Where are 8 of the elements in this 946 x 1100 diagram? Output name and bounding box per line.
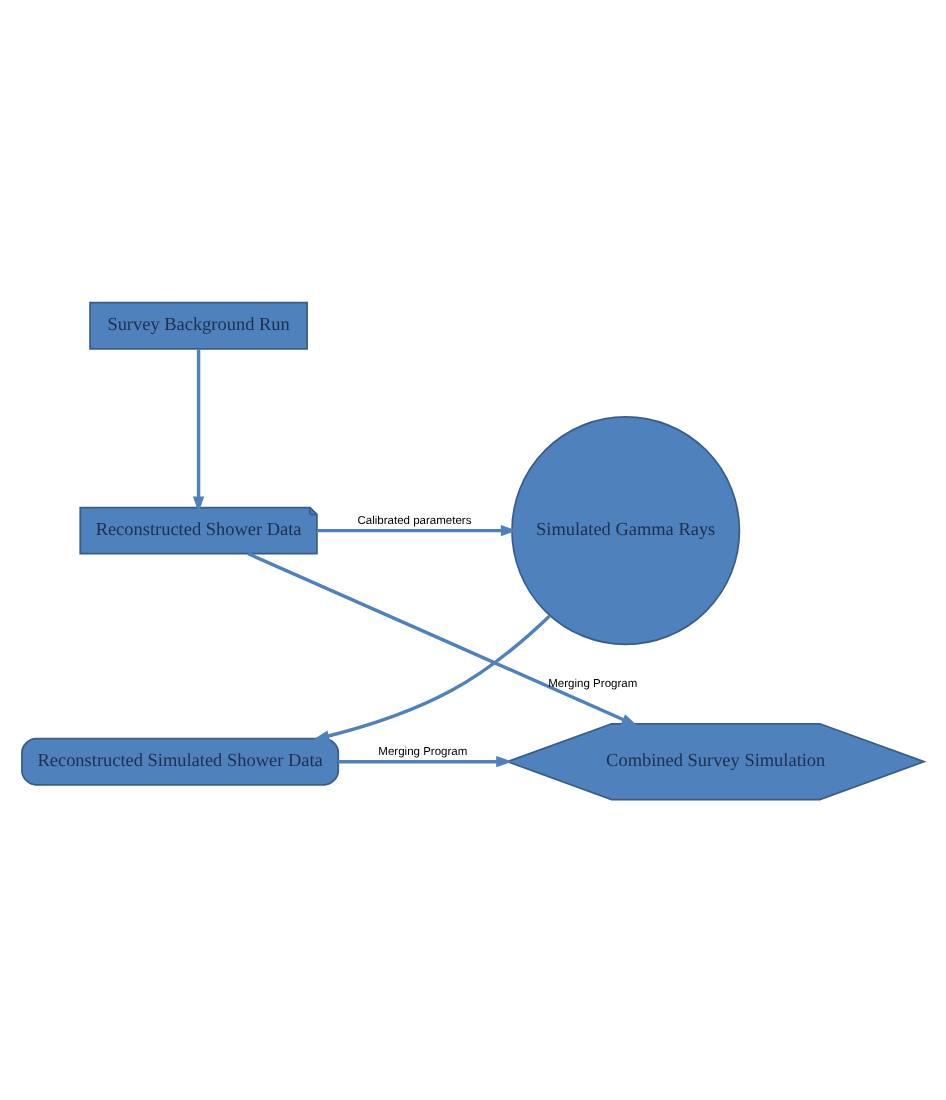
arrow	[313, 613, 551, 741]
arrow	[338, 755, 513, 767]
node-circle: Simulated Gamma Rays	[511, 415, 741, 645]
node-box: Survey Background Run	[89, 300, 308, 349]
arrow	[192, 347, 205, 512]
arrow	[317, 523, 518, 536]
arrow	[247, 551, 638, 725]
node-box: Reconstructed Simulated Shower Data	[21, 736, 340, 785]
